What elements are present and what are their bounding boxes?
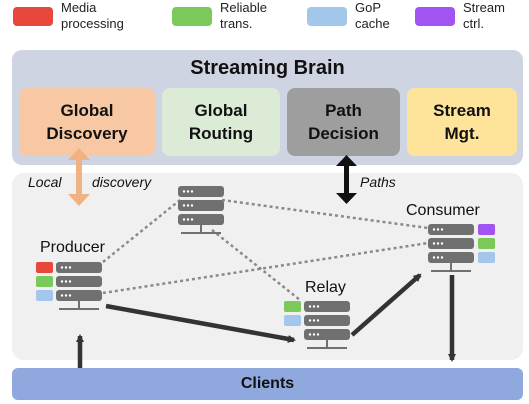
global-discovery-module: Global Discovery <box>19 88 155 156</box>
relay-server <box>284 300 351 349</box>
streaming-brain-panel: Streaming Brain Global Discovery Global … <box>12 50 523 165</box>
path-decision-module: Path Decision <box>287 88 400 156</box>
gop-cache-swatch <box>307 7 347 26</box>
consumer-stream-ctrl-block <box>478 224 495 235</box>
local-label: Local <box>28 174 62 190</box>
legend-label: Reliable trans. <box>220 0 267 31</box>
consumer-server <box>427 223 495 272</box>
legend-label: Media processing <box>61 0 124 31</box>
relay-label: Relay <box>305 279 346 296</box>
reliable-trans-swatch <box>172 7 212 26</box>
consumer-gop-cache-block <box>478 252 495 263</box>
global-routing-module: Global Routing <box>162 88 280 156</box>
legend-label: GoP cache <box>355 0 390 31</box>
stream-ctrl-swatch <box>415 7 455 26</box>
legend-stream-ctrl: Stream ctrl. <box>415 0 505 32</box>
brain-title: Streaming Brain <box>190 57 345 79</box>
legend-label: Stream ctrl. <box>463 0 505 31</box>
producer-media-processing-block <box>36 262 53 273</box>
stream-mgt-module: Stream Mgt. <box>407 88 517 156</box>
paths-label: Paths <box>360 174 396 190</box>
producer-reliable-trans-block <box>36 276 53 287</box>
dotted-links <box>102 198 429 301</box>
legend-reliable-trans: Reliable trans. <box>172 0 267 32</box>
relay-reliable-trans-block <box>284 301 301 312</box>
clients-bar: Clients <box>12 368 523 400</box>
legend-media-processing: Media processing <box>13 0 124 32</box>
producer-label: Producer <box>40 239 105 256</box>
paths-arrow <box>336 155 357 204</box>
legend-gop-cache: GoP cache <box>307 0 390 32</box>
discovery-label: discovery <box>92 174 152 190</box>
data-path-arrows <box>76 273 456 368</box>
media-processing-swatch <box>13 7 53 26</box>
consumer-label: Consumer <box>406 202 480 219</box>
local-discovery-arrow <box>68 148 90 206</box>
producer-server <box>36 261 103 310</box>
producer-gop-cache-block <box>36 290 53 301</box>
consumer-reliable-trans-block <box>478 238 495 249</box>
relay-gop-cache-block <box>284 315 301 326</box>
intermediate-server <box>177 185 225 234</box>
